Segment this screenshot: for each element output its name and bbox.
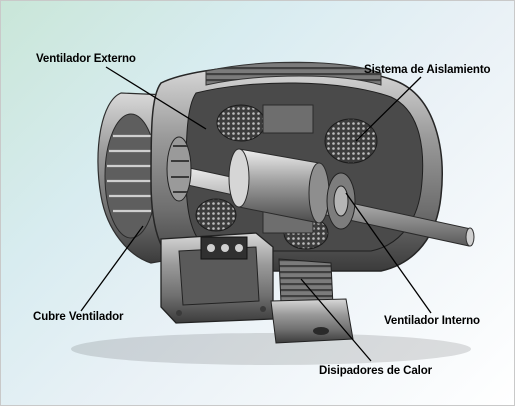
stator-windings [195,104,378,250]
label-disipadores-calor: Disipadores de Calor [319,365,433,377]
leader-ventilador-interno [345,192,432,314]
label-ventilador-externo: Ventilador Externo [36,53,136,65]
external-fan [166,136,192,202]
internal-fan [326,172,356,230]
leader-disipadores-calor [300,278,372,362]
heat-sink-fins [278,258,334,307]
leader-lines [80,66,432,362]
label-sistema-aislamiento: Sistema de Aislamiento [364,64,491,76]
leader-cubre-ventilador [80,225,144,312]
leader-sistema-aislamiento [355,76,422,142]
rotor [228,148,330,224]
leader-ventilador-externo [105,66,207,130]
mounting-foot [270,298,354,344]
terminal-box [160,232,274,324]
label-ventilador-interno: Ventilador Interno [384,315,480,327]
ground-shadow [71,333,471,365]
label-cubre-ventilador: Cubre Ventilador [33,311,124,323]
